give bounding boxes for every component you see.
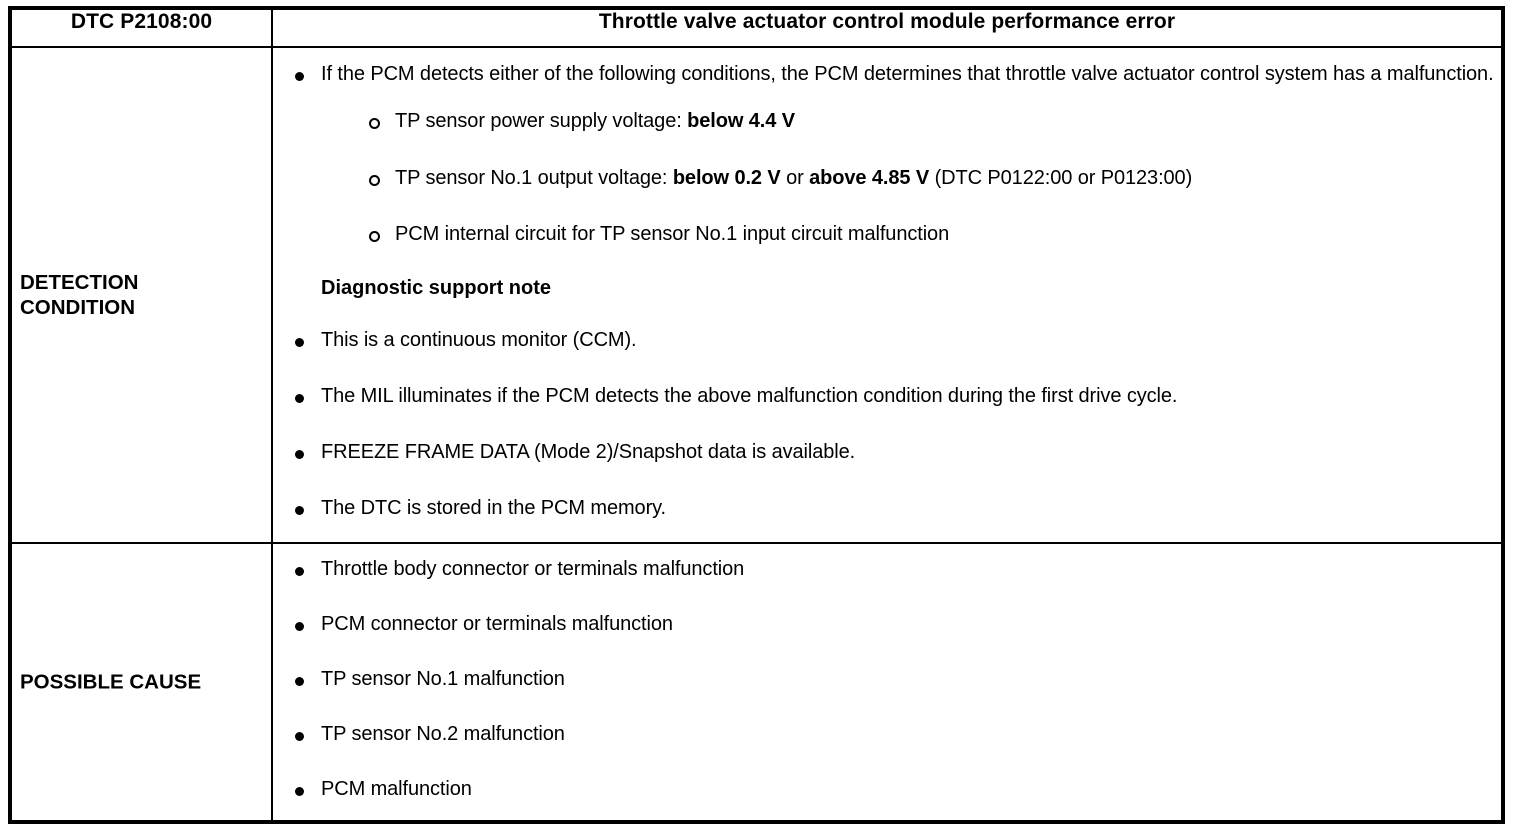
detection-condition-label-line2: CONDITION <box>20 296 136 319</box>
possible-cause-label-cell: POSSIBLE CAUSE <box>9 542 273 823</box>
sub-bullet-3-text: PCM internal circuit for TP sensor No.1 … <box>395 223 950 245</box>
detection-note-bullet-3: FREEZE FRAME DATA (Mode 2)/Snapshot data… <box>273 439 1501 466</box>
possible-cause-bullet-4: TP sensor No.2 malfunction <box>273 721 1501 748</box>
detection-note-bullet-2: The MIL illuminates if the PCM detects t… <box>273 383 1501 410</box>
detection-intro-bullet: If the PCM detects either of the followi… <box>273 61 1501 88</box>
sub-bullet-1-value: below 4.4 V <box>687 110 795 132</box>
possible-cause-bullet-2: PCM connector or terminals malfunction <box>273 611 1501 638</box>
sub-bullet-2-lead: TP sensor No.1 output voltage: <box>395 167 673 189</box>
dtc-code-cell: DTC P2108:00 <box>9 7 273 48</box>
possible-cause-bullet-5: PCM malfunction <box>273 776 1501 803</box>
possible-cause-content-cell: Throttle body connector or terminals mal… <box>271 542 1504 823</box>
dtc-title-cell: Throttle valve actuator control module p… <box>271 7 1504 48</box>
detection-note-bullet-4: The DTC is stored in the PCM memory. <box>273 495 1501 522</box>
detection-note-bullet-1: This is a continuous monitor (CCM). <box>273 327 1501 354</box>
detection-cell-spacer <box>273 522 1501 542</box>
detection-condition-label-line1: DETECTION <box>20 271 139 294</box>
diagnostic-support-note-heading: Diagnostic support note <box>321 277 551 299</box>
sub-bullet-1-lead: TP sensor power supply voltage: <box>395 110 688 132</box>
detection-sub-bullet-3: PCM internal circuit for TP sensor No.1 … <box>273 221 1501 248</box>
sub-bullet-2-value-high: above 4.85 V <box>809 167 930 189</box>
detection-condition-row: DETECTION CONDITION If the PCM detects e… <box>9 46 1504 544</box>
detection-sub-bullet-1: TP sensor power supply voltage: below 4.… <box>273 108 1501 135</box>
possible-cause-label: POSSIBLE CAUSE <box>20 670 202 694</box>
detection-sub-bullet-2: TP sensor No.1 output voltage: below 0.2… <box>273 165 1501 192</box>
possible-cause-bullet-3: TP sensor No.1 malfunction <box>273 666 1501 693</box>
sub-bullet-2-reference: (DTC P0122:00 or P0123:00) <box>929 167 1193 189</box>
possible-cause-bullet-1: Throttle body connector or terminals mal… <box>273 556 1501 583</box>
table-header-row: DTC P2108:00 Throttle valve actuator con… <box>9 7 1504 48</box>
sub-bullet-2-conjunction: or <box>780 167 810 189</box>
possible-cause-cell-spacer <box>273 803 1501 820</box>
sub-bullet-2-value-low: below 0.2 V <box>672 167 781 189</box>
possible-cause-row: POSSIBLE CAUSE Throttle body connector o… <box>9 542 1504 823</box>
detection-condition-content-cell: If the PCM detects either of the followi… <box>271 46 1504 544</box>
detection-condition-label-cell: DETECTION CONDITION <box>9 46 273 544</box>
dtc-table: DTC P2108:00 Throttle valve actuator con… <box>8 6 1505 824</box>
